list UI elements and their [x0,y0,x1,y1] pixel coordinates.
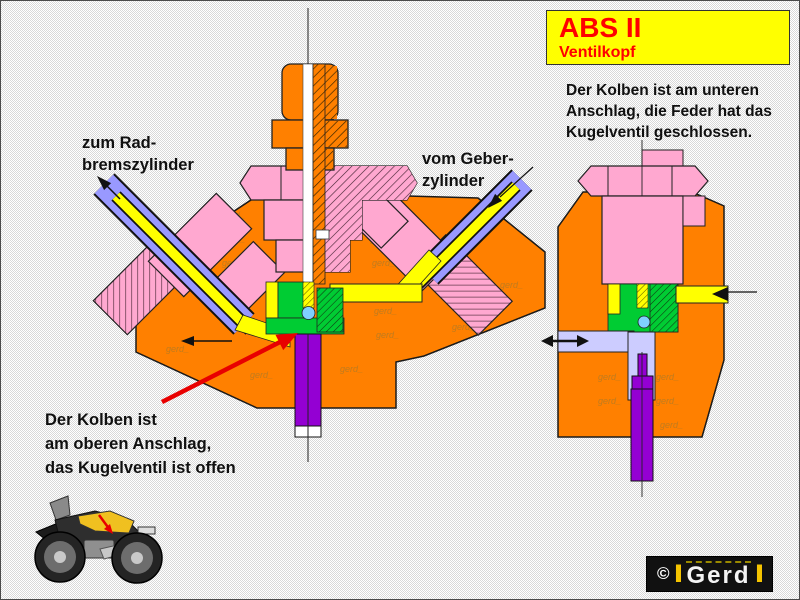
spring-right [636,283,649,309]
svg-text:gerd_: gerd_ [598,396,621,406]
label-from-master-cylinder: vom Geber- zylinder [422,148,514,192]
svg-text:gerd_: gerd_ [372,258,395,268]
arrow-double-left [541,335,553,347]
arrow-inlet-right [712,287,728,301]
valve-seat-section-right [649,283,679,333]
svg-text:gerd_: gerd_ [660,420,683,430]
slide-title: ABS II [559,12,642,43]
flow-arrows [97,166,534,346]
copyright-icon: © [657,564,670,583]
ball-valve [301,306,316,320]
main-valve-diagram: gerd_ gerd_ gerd_ gerd_ gerd_ gerd_ gerd… [92,8,546,462]
note-line: das Kugelventil ist offen [45,459,236,477]
logo-name: Gerd [686,560,751,589]
windscreen [49,495,71,521]
note-line: Der Kolben ist [45,411,157,429]
title-box: ABS II Ventilkopf [546,10,790,65]
center-stack [239,63,418,285]
svg-text:gerd_: gerd_ [656,396,679,406]
slide-subtitle: Ventilkopf [559,44,636,61]
svg-text:gerd_: gerd_ [250,370,273,380]
right-valve-diagram: gerd_ gerd_ gerd_ gerd_ gerd_ gerd_ gerd… [541,140,757,497]
motorcycle-illustration [34,495,163,584]
note-closed-valve: Der Kolben ist am unteren Anschlag, die … [566,80,798,143]
ball-valve-right [637,315,651,329]
note-line: Anschlag, die Feder hat das [566,103,772,120]
svg-text:gerd_: gerd_ [452,322,475,332]
arrow-from-master-cylinder [488,193,503,208]
note-line: am oberen Anschlag, [45,435,212,453]
svg-text:gerd_: gerd_ [656,372,679,382]
svg-text:gerd_: gerd_ [374,306,397,316]
arrow-double-right [577,335,589,347]
note-open-valve: Der Kolben ist am oberen Anschlag, das K… [45,408,285,480]
tube-to-wheel-cylinder [93,173,255,335]
logo-bar-right: I [754,559,764,588]
red-annotation-arrow [160,333,298,405]
label-to-wheel-cylinder: zum Rad- bremszylinder [82,132,194,176]
fluid-channels [234,249,442,348]
svg-text:gerd_: gerd_ [340,364,363,374]
bore [302,63,314,285]
note-line: Kugelventil geschlossen. [566,124,753,141]
tube-from-master-cylinder [410,169,533,292]
tail-rack [137,526,156,535]
tank-seat [77,510,135,534]
svg-text:gerd_: gerd_ [166,344,189,354]
valve-piston-assembly [265,281,345,335]
bolt-shank-section [312,63,326,285]
label-line: zum Rad- [82,134,157,152]
svg-text:gerd_: gerd_ [598,372,621,382]
arrow-to-wheel-cylinder [97,176,112,191]
valve-seat-section [316,287,344,333]
arrow-left-flow [181,336,194,346]
spring [302,281,315,309]
logo-bar-left: I [673,559,683,588]
svg-text:gerd_: gerd_ [500,280,523,290]
hex-head-right [577,165,709,197]
flow-arrows-right [541,287,757,347]
label-line: zylinder [422,172,485,190]
label-line: bremszylinder [82,156,194,174]
gerd-logo: © I Gerd I [646,556,774,592]
svg-text:gerd_: gerd_ [376,330,399,340]
label-line: vom Geber- [422,150,514,168]
valve-piston-assembly-right [607,283,679,333]
note-line: Der Kolben ist am unteren [566,82,759,99]
